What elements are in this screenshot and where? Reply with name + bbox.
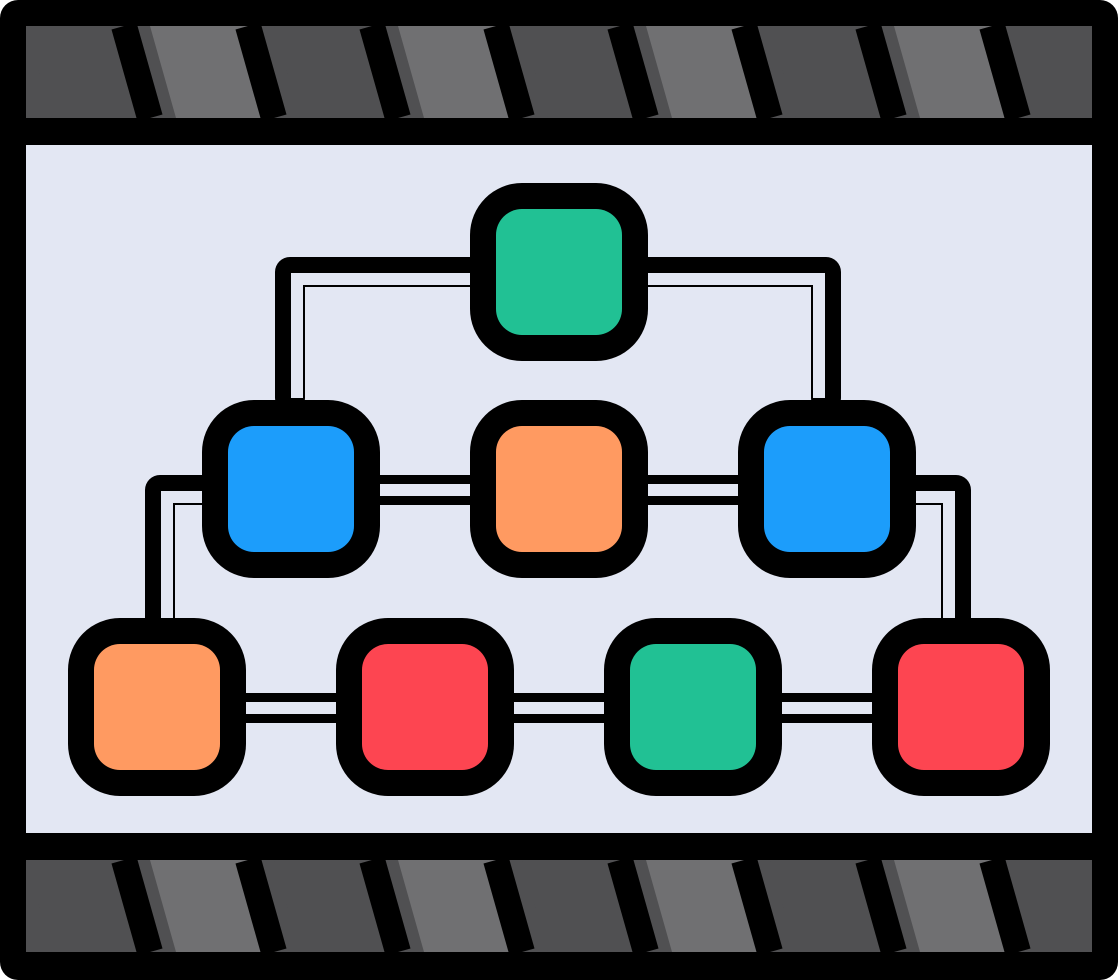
film-stripe-divider — [731, 856, 783, 956]
film-stripe-divider — [731, 22, 783, 122]
film-stripe-divider — [111, 856, 163, 956]
film-stripe-divider — [979, 22, 1031, 122]
level3-node-1 — [68, 618, 246, 796]
film-stripe-divider — [979, 856, 1031, 956]
level3-node-4 — [872, 618, 1050, 796]
bottom-film-strip — [26, 856, 1092, 956]
film-stripe-divider — [359, 22, 411, 122]
film-stripe — [1018, 860, 1092, 952]
film-stripe-divider — [111, 22, 163, 122]
film-stripe-divider — [235, 856, 287, 956]
film-stripe-divider — [483, 22, 535, 122]
film-stripe-divider — [607, 856, 659, 956]
top-film-strip — [26, 22, 1092, 122]
film-stripe-divider — [855, 856, 907, 956]
film-stripe-divider — [483, 856, 535, 956]
level2-right-node — [738, 400, 916, 578]
level2-left-node — [202, 400, 380, 578]
film-stripe-divider — [359, 856, 411, 956]
film-stripe-divider — [235, 22, 287, 122]
root-node — [470, 183, 648, 361]
level3-node-3 — [604, 618, 782, 796]
film-stripe-divider — [607, 22, 659, 122]
level3-node-2 — [336, 618, 514, 796]
film-stripe — [1018, 26, 1092, 118]
level2-middle-node — [470, 400, 648, 578]
film-stripe-divider — [855, 22, 907, 122]
